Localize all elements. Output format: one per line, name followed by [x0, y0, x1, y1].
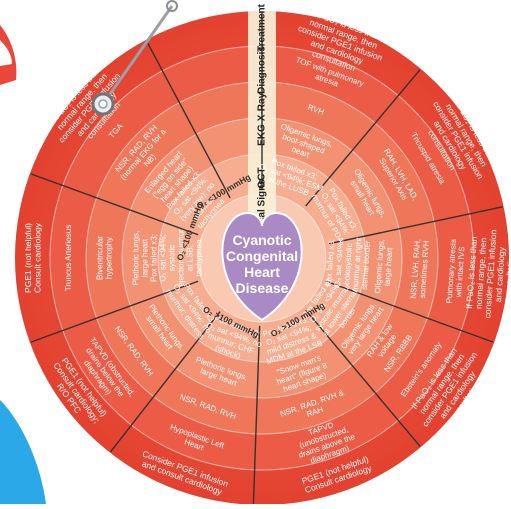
- sector-label: Pox failed x3;O₂ sat <94%;systolicejecti…: [149, 229, 203, 287]
- sector-divider: [109, 311, 221, 453]
- ring-header-label: X-Ray: [257, 92, 268, 121]
- sector-label-line: systolic: [167, 245, 176, 271]
- sector-label-line: PGE1 (not helpful): [23, 223, 33, 293]
- sector-divider: [325, 280, 494, 343]
- sector-label: Biventricularhypertrophy: [95, 236, 113, 280]
- sector-label-line: sometimes RVH: [418, 240, 431, 298]
- center-title-line-4: Disease: [236, 280, 289, 296]
- sector-label: Pox failed x3;O₂ sat <94%;systolic murmu…: [298, 271, 367, 343]
- ring-header-label: EKG: [257, 124, 268, 146]
- sector-divider: [30, 280, 199, 343]
- center-title-line-3: Heart: [244, 264, 280, 280]
- sector-label-line: tachypnea: [194, 239, 203, 276]
- sector-divider: [252, 325, 261, 504]
- sector-label-line: O₂ sat <94%;: [158, 234, 167, 281]
- sector-label: PGE1 (not helpful)Consult cardiology: [23, 222, 43, 293]
- sector-label: Pox failed x3;O₂ sat <94%;holosystolicmu…: [324, 235, 373, 293]
- sector-label-line: murmur at right: [351, 237, 364, 293]
- sector-label-line: with intact IVS: [454, 246, 467, 298]
- sector-label-line: Truncus Arteriosus: [64, 225, 73, 291]
- sector-label: Plethoric lungs,large heart: [131, 231, 149, 286]
- sector-label-line: large heart: [140, 238, 149, 277]
- sector-label-line: Biventricular: [95, 236, 104, 280]
- bottom-left-blue-swoosh: [0, 400, 46, 504]
- ring-header-label: Clinical Signs: [257, 179, 268, 245]
- ring-header-label: Diagnosis: [257, 46, 268, 94]
- sector-label-line: O₂ sat <94%;: [333, 239, 345, 287]
- sector-label-line: sternal border: [360, 240, 372, 290]
- sector-label-line: Pulmonary atresia: [445, 238, 459, 303]
- sector-label: NSR, LVH, RAH,sometimes RVH: [409, 239, 431, 300]
- center-title-line-2: Congenital: [226, 248, 298, 264]
- sector-label: Truncus Arteriosus: [64, 225, 73, 291]
- sector-label: If PaO₂ is less thannormal range, thenco…: [463, 228, 511, 320]
- sector-label-line: Oligemic lungs,: [373, 239, 386, 294]
- sector-divider: [328, 206, 503, 245]
- sector-label-line: Plethoric lungs,: [131, 231, 140, 286]
- center-title-line-1: Cyanotic: [232, 232, 291, 248]
- sector-label-line: at LSB;: [185, 245, 194, 271]
- heart-shape: [221, 211, 303, 322]
- sector-label-line: ejection murmur: [176, 229, 185, 287]
- sector-label: If PaO₂ is less thannormal range, thenco…: [415, 90, 502, 191]
- sector-label-line: consultation: [503, 252, 511, 298]
- sector-divider: [305, 309, 421, 447]
- sector-label-line: NSR, LVH, RAH,: [409, 239, 422, 299]
- left-corner-stripe: [0, 40, 12, 66]
- sector-label: Oligemic lungs,large heart: [373, 239, 395, 295]
- sector-label-line: Consult cardiology: [33, 222, 43, 293]
- sector-label-line: and cardiology: [493, 246, 507, 303]
- sector-divider: [30, 173, 199, 236]
- ring-header-label: Treatment: [257, 3, 268, 51]
- keychain-ring-icon: [91, 0, 178, 116]
- sector-label-line: holosystolic: [342, 243, 354, 285]
- sector-label-line: Pox failed x3;: [149, 234, 158, 282]
- sector-label-line: Pox failed x3;: [324, 238, 336, 287]
- sector-label: Pulmonary atresiawith intact IVS: [445, 238, 467, 304]
- sector-divider: [305, 69, 421, 207]
- sector-label-line: large heart: [383, 247, 395, 287]
- sector-divider: [145, 40, 231, 199]
- sector-label-line: normal range, then: [473, 237, 488, 309]
- ring-header-label: OCT: [257, 167, 268, 188]
- sector-dividers: [30, 12, 503, 504]
- sector-label-line: hypertrophy: [104, 237, 113, 279]
